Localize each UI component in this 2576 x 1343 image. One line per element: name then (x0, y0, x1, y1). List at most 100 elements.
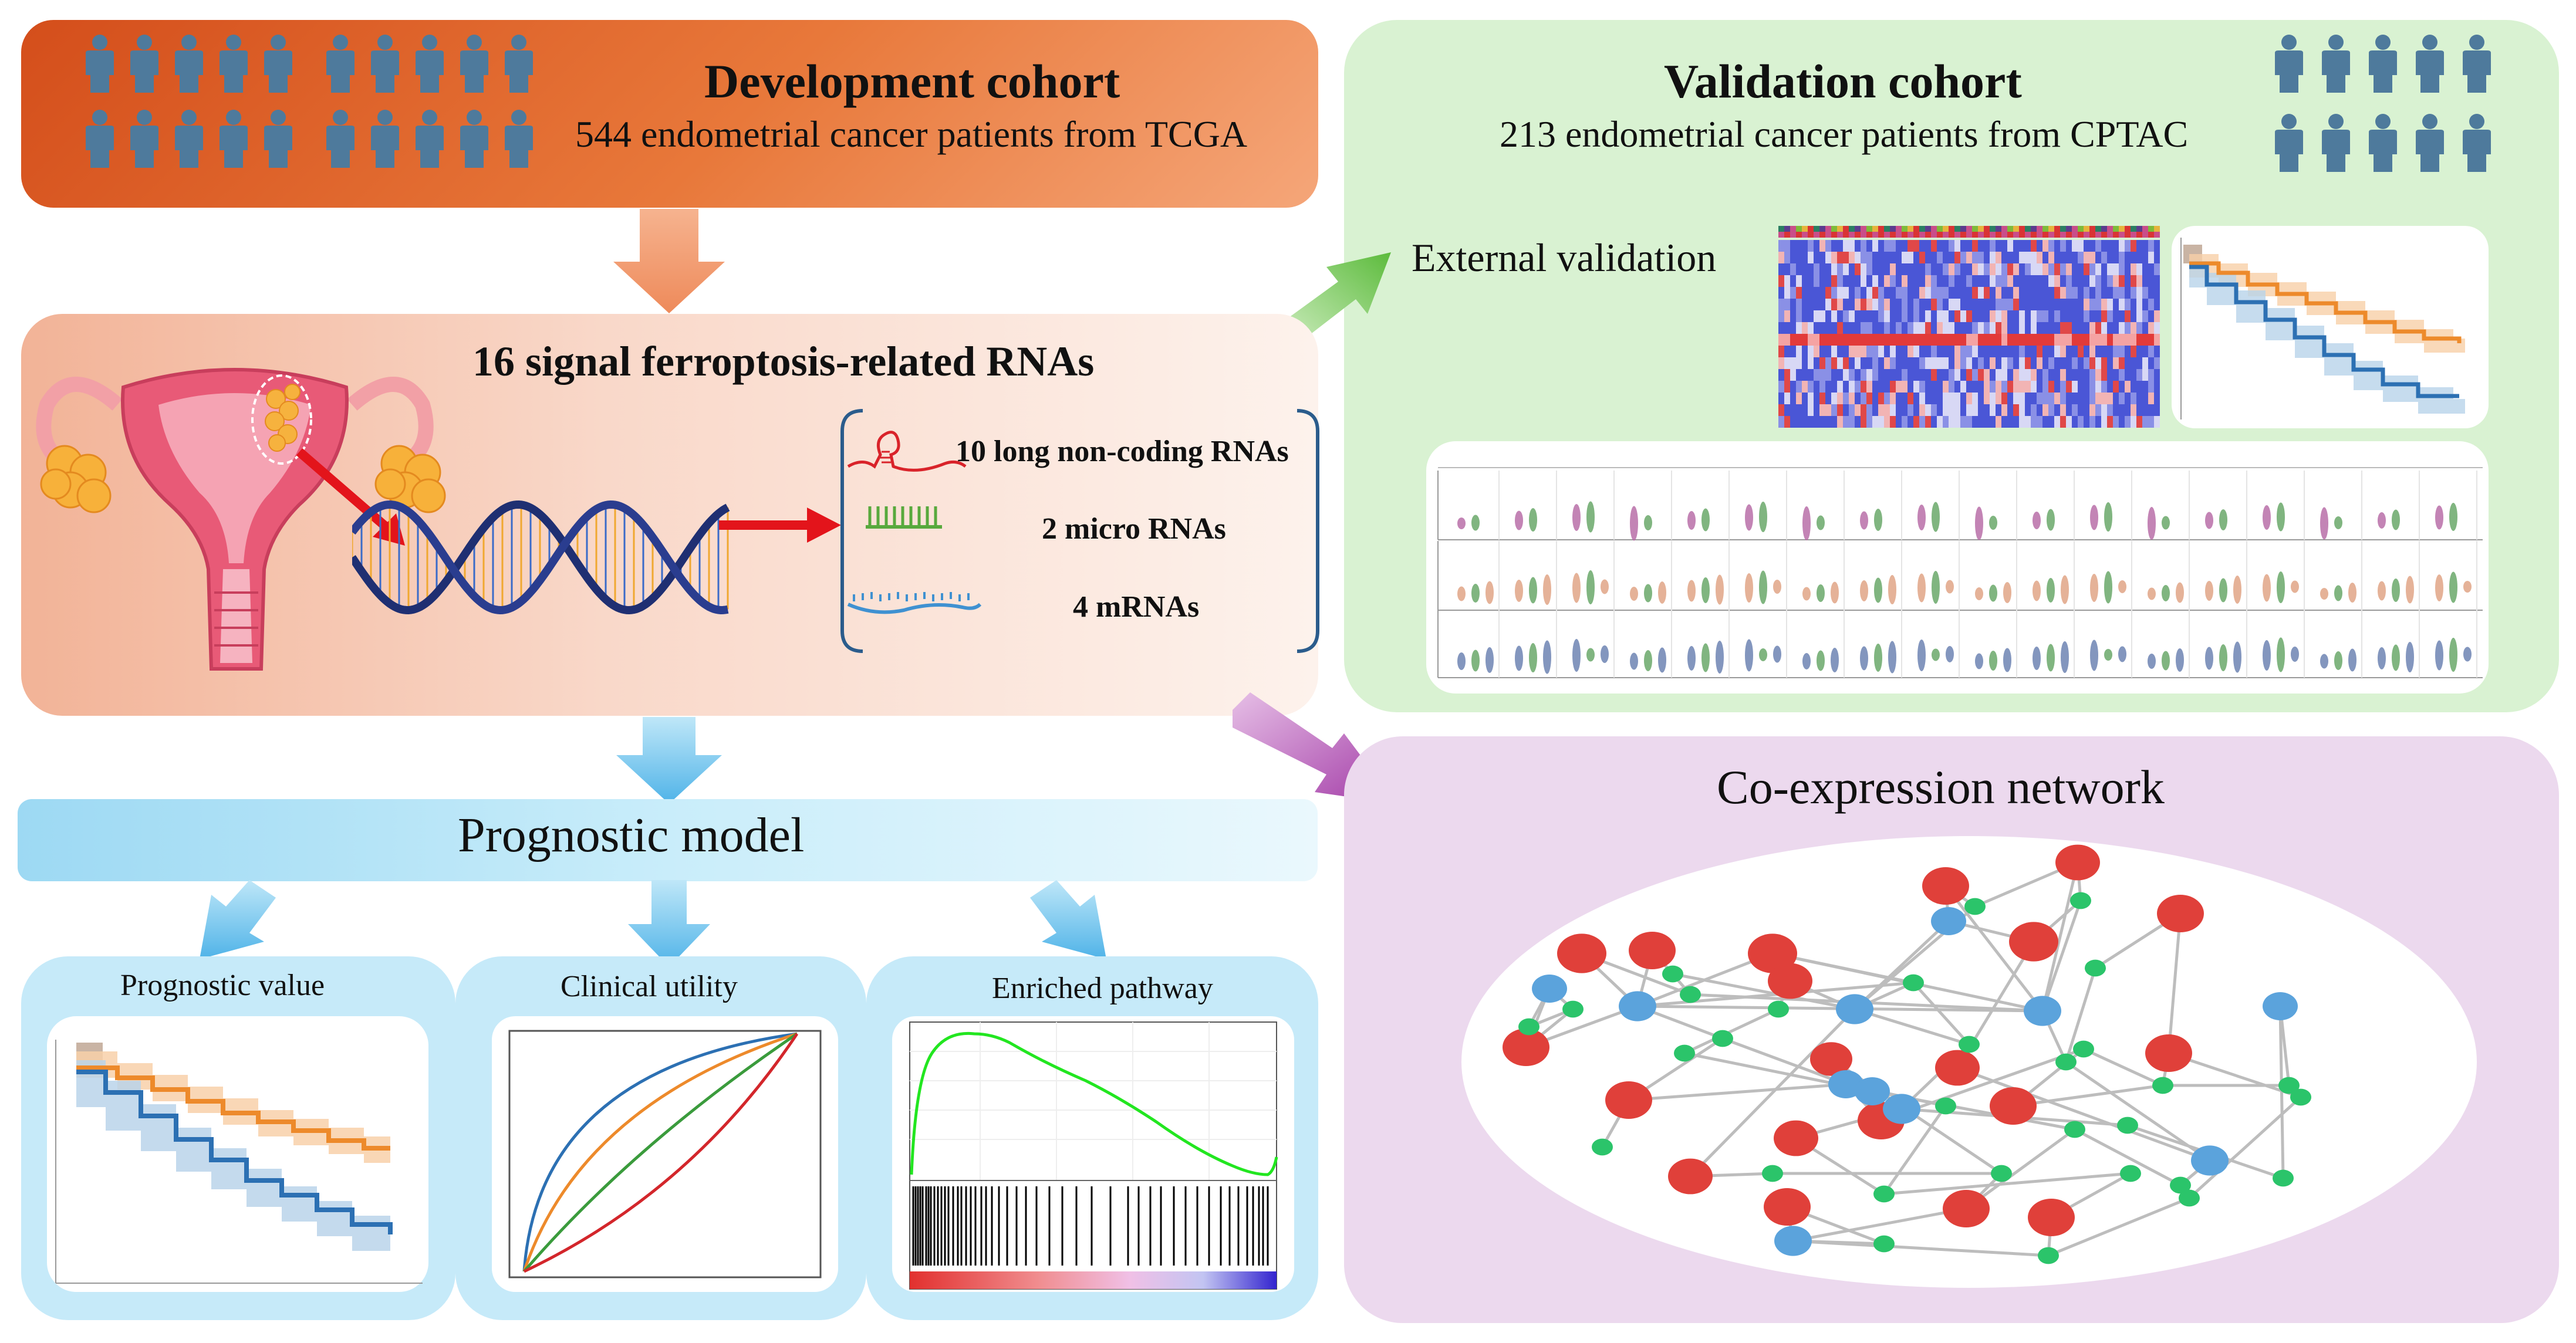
violin-shape (1817, 584, 1825, 602)
heatmap-cell (1972, 287, 1978, 299)
heatmap-annotation-cell (1907, 226, 1913, 232)
heatmap-cell (2025, 357, 2031, 369)
heatmap-cell (1819, 369, 1825, 381)
heatmap-cell (1802, 263, 1808, 275)
violin-shape (1515, 645, 1523, 671)
heatmap-cell (2084, 404, 2089, 416)
heatmap-cell (2113, 393, 2119, 404)
heatmap-cell (1972, 310, 1978, 322)
heatmap-annotation-cell (1778, 226, 1784, 232)
violin-shape (1471, 515, 1480, 531)
heatmap-cell (1790, 252, 1796, 263)
development-patients-icon (86, 35, 533, 168)
heatmap-cell (1808, 252, 1814, 263)
heatmap-cell (1996, 299, 2001, 310)
network-node-green (1518, 1018, 1539, 1036)
violin-shape (2334, 651, 2342, 670)
heatmap-cell (2154, 310, 2160, 322)
heatmap-cell (1996, 263, 2001, 275)
heatmap-cell (1872, 381, 1878, 393)
heatmap-cell (2042, 416, 2048, 428)
heatmap-cell (2007, 263, 2013, 275)
heatmap-cell (1849, 275, 1855, 287)
heatmap-cell (2107, 240, 2113, 252)
heatmap-cell (1802, 369, 1808, 381)
heatmap-cell (1861, 240, 1866, 252)
violin-shape (2090, 574, 2098, 602)
heatmap-cell (2084, 334, 2089, 346)
heatmap-cell (1919, 369, 1925, 381)
heatmap-cell (2072, 252, 2078, 263)
heatmap-cell (2136, 252, 2142, 263)
heatmap-cell (2042, 404, 2048, 416)
heatmap-cell (1802, 381, 1808, 393)
heatmap-cell (1984, 416, 1990, 428)
violin-shape (2277, 571, 2285, 603)
heatmap-cell (1843, 334, 1849, 346)
heatmap-annotation-cell (2148, 232, 2154, 238)
heatmap-cell (2148, 263, 2154, 275)
heatmap-cell (2072, 416, 2078, 428)
violin-plots (1437, 467, 2483, 678)
heatmap-cell (1814, 381, 1819, 393)
heatmap-cell (1990, 346, 1996, 357)
heatmap-cell (1960, 369, 1966, 381)
heatmap-cell (1866, 275, 1872, 287)
violin-shape (2104, 571, 2112, 604)
heatmap-annotation-cell (1878, 232, 1884, 238)
heatmap-cell (1996, 310, 2001, 322)
heatmap-cell (1878, 322, 1884, 334)
heatmap-cell (1907, 322, 1913, 334)
violin-shape (1658, 647, 1666, 673)
heatmap-cell (1861, 357, 1866, 369)
validation-heatmap (1778, 226, 2160, 428)
heatmap-cell (1778, 299, 1784, 310)
heatmap-cell (2154, 346, 2160, 357)
heatmap-cell (1925, 299, 1931, 310)
heatmap-cell (2042, 310, 2048, 322)
heatmap-cell (1784, 287, 1790, 299)
clinical-utility-title: Clinical utility (561, 970, 738, 1003)
heatmap-cell (2054, 287, 2060, 299)
heatmap-cell (2042, 275, 2048, 287)
heatmap-cell (2001, 334, 2007, 346)
violin-shape (1529, 508, 1537, 532)
heatmap-annotation-cell (2025, 232, 2031, 238)
heatmap-cell (1913, 404, 1919, 416)
heatmap-cell (2148, 310, 2154, 322)
heatmap-cell (1978, 322, 1984, 334)
heatmap-cell (1878, 334, 1884, 346)
heatmap-cell (2131, 322, 2136, 334)
heatmap-cell (1861, 416, 1866, 428)
heatmap-annotation-cell (1837, 226, 1843, 232)
heatmap-cell (2095, 381, 2101, 393)
heatmap-cell (1784, 299, 1790, 310)
heatmap-cell (1978, 393, 1984, 404)
heatmap-cell (1890, 263, 1896, 275)
heatmap-cell (2095, 275, 2101, 287)
heatmap-cell (2060, 404, 2066, 416)
heatmap-cell (2131, 346, 2136, 357)
heatmap-cell (2054, 263, 2060, 275)
heatmap-cell (2031, 404, 2037, 416)
heatmap-cell (1943, 381, 1949, 393)
heatmap-annotation-cell (1984, 226, 1990, 232)
heatmap-cell (1814, 275, 1819, 287)
heatmap-cell (1837, 381, 1843, 393)
heatmap-cell (1790, 357, 1796, 369)
violin-shape (2435, 640, 2443, 671)
heatmap-cell (1954, 381, 1960, 393)
person-icon (2275, 35, 2303, 93)
heatmap-cell (1819, 404, 1825, 416)
heatmap-cell (2125, 275, 2131, 287)
heatmap-cell (1966, 263, 1972, 275)
violin-shape (2061, 641, 2069, 673)
heatmap-cell (2142, 381, 2148, 393)
heatmap-cell (1778, 416, 1784, 428)
heatmap-cell (2066, 393, 2072, 404)
violin-shape (2176, 648, 2184, 672)
heatmap-cell (1855, 275, 1861, 287)
rna-helix-illustration (352, 500, 730, 615)
heatmap-cell (1896, 393, 1902, 404)
heatmap-cell (1978, 416, 1984, 428)
